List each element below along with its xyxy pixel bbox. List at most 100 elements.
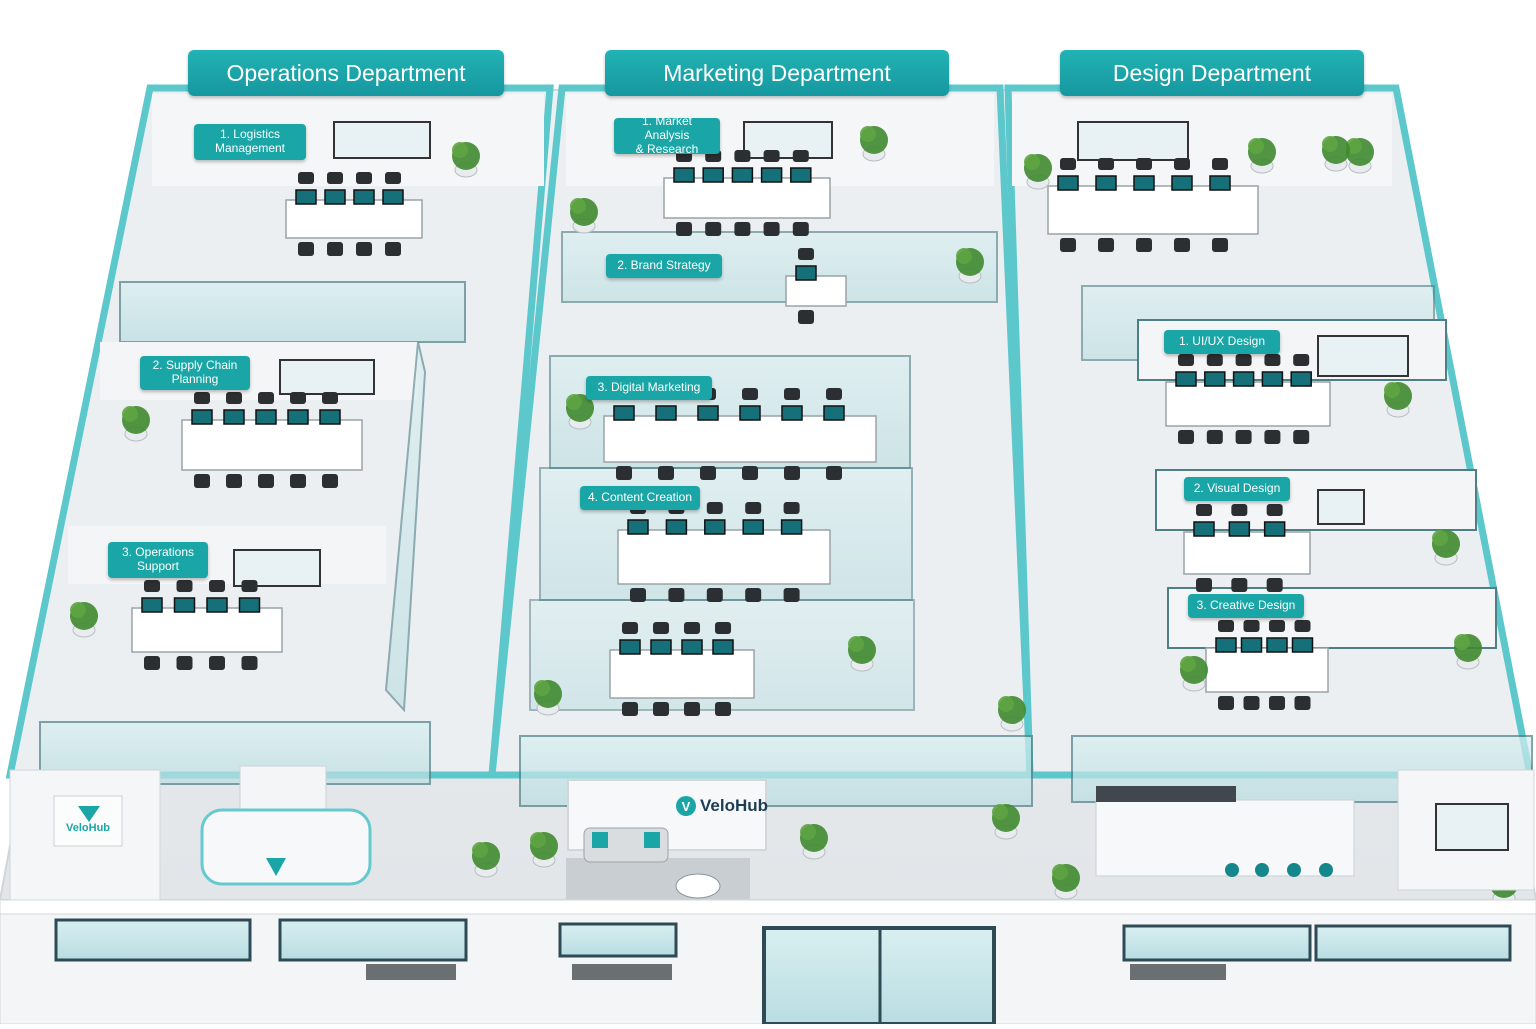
- monitor-icon: [319, 409, 341, 425]
- monitor-icon: [731, 167, 754, 183]
- office-chair-icon: [784, 466, 800, 480]
- wall-logo-text: VeloHub: [66, 822, 111, 834]
- office-chair-icon: [798, 310, 814, 324]
- office-chair-icon: [1060, 158, 1076, 170]
- plant-leaf: [472, 842, 488, 858]
- monitor-icon: [223, 409, 245, 425]
- monitor-icon: [238, 597, 261, 613]
- desk: [285, 199, 423, 239]
- room-label-digital-marketing: 3. Digital Marketing: [586, 376, 712, 400]
- office-chair-icon: [144, 580, 160, 592]
- office-chair-icon: [209, 580, 225, 592]
- office-chair-icon: [144, 656, 160, 670]
- monitor-icon: [353, 189, 375, 205]
- monitor-icon: [141, 597, 163, 613]
- office-chair-icon: [1206, 430, 1223, 444]
- plant-leaf: [1454, 634, 1470, 650]
- monitor-icon: [790, 167, 812, 183]
- desk: [131, 607, 283, 653]
- plant-leaf: [1024, 154, 1040, 170]
- office-chair-icon: [763, 150, 780, 162]
- room-label-brand-strategy: 2. Brand Strategy: [606, 254, 722, 278]
- desk: [609, 649, 755, 699]
- office-chair-icon: [700, 466, 716, 480]
- sofa-cushion: [592, 832, 608, 848]
- monitor-icon: [1133, 175, 1155, 191]
- office-chair-icon: [826, 388, 842, 400]
- room-label-market-analysis-research: 1. Market Analysis & Research: [614, 114, 720, 156]
- monitor-icon: [324, 189, 346, 205]
- desk: [617, 529, 831, 585]
- office-chair-icon: [676, 222, 692, 236]
- planter-box: [1130, 964, 1226, 980]
- plant-leaf: [566, 394, 582, 410]
- office-chair-icon: [742, 388, 758, 400]
- office-chair-icon: [1264, 430, 1281, 444]
- office-chair-icon: [1235, 430, 1252, 444]
- office-chair-icon: [385, 242, 401, 256]
- office-chair-icon: [745, 502, 762, 514]
- room-label-creative-design: 3. Creative Design: [1188, 594, 1304, 618]
- monitor-icon: [823, 405, 845, 421]
- bar-stool: [1319, 863, 1333, 877]
- office-chair-icon: [715, 702, 731, 716]
- plant-leaf: [452, 142, 468, 158]
- window: [54, 918, 252, 962]
- office-chair-icon: [1178, 354, 1194, 366]
- office-chair-icon: [1293, 430, 1310, 444]
- operations-department-label: Operations Department: [188, 50, 504, 96]
- desk: [603, 415, 877, 463]
- office-chair-icon: [745, 588, 762, 602]
- plant-leaf: [530, 832, 546, 848]
- monitor-icon: [760, 167, 783, 183]
- monitor-icon: [1204, 371, 1226, 387]
- monitor-icon: [255, 409, 277, 425]
- monitor-icon: [665, 519, 688, 535]
- bar-stool: [1225, 863, 1239, 877]
- office-chair-icon: [226, 392, 242, 404]
- office-chair-icon: [1293, 354, 1310, 366]
- monitor-icon: [697, 405, 719, 421]
- office-chair-icon: [226, 474, 242, 488]
- monitor-icon: [627, 519, 649, 535]
- office-chair-icon: [298, 172, 314, 184]
- office-chair-icon: [668, 588, 685, 602]
- v-logo-icon: [78, 806, 100, 822]
- design-department-label: Design Department: [1060, 50, 1364, 96]
- plant-leaf: [998, 696, 1014, 712]
- office-chair-icon: [792, 150, 809, 162]
- room-label-content-creation: 4. Content Creation: [580, 486, 700, 510]
- v-logo-icon: V: [676, 796, 696, 816]
- kitchen-counter: [1095, 799, 1355, 877]
- office-chair-icon: [298, 242, 314, 256]
- bar-stool: [1255, 863, 1269, 877]
- office-chair-icon: [322, 474, 338, 488]
- office-chair-icon: [290, 474, 306, 488]
- plant-leaf: [1248, 138, 1264, 154]
- desk: [663, 177, 831, 219]
- plant-leaf: [534, 680, 550, 696]
- office-chair-icon: [1206, 354, 1223, 366]
- monitor-icon: [1290, 371, 1312, 387]
- monitor-icon: [295, 189, 317, 205]
- office-chair-icon: [622, 622, 638, 634]
- monitor-icon: [795, 265, 817, 281]
- plant-leaf: [848, 636, 864, 652]
- monitor-icon: [287, 409, 309, 425]
- office-chair-icon: [1294, 620, 1311, 632]
- office-chair-icon: [1136, 238, 1152, 252]
- desk: [1047, 185, 1259, 235]
- office-chair-icon: [1231, 578, 1248, 592]
- office-chair-icon: [241, 580, 258, 592]
- monitor-icon: [1232, 371, 1255, 387]
- office-chair-icon: [630, 588, 646, 602]
- office-chair-icon: [1174, 238, 1190, 252]
- reception-desk: [200, 808, 372, 886]
- monitor-icon: [681, 639, 703, 655]
- office-chair-icon: [715, 622, 731, 634]
- office-chair-icon: [705, 222, 722, 236]
- v-logo-icon: [266, 858, 286, 876]
- monitor-icon: [1095, 175, 1117, 191]
- office-chair-icon: [1243, 696, 1260, 710]
- office-chair-icon: [1212, 238, 1228, 252]
